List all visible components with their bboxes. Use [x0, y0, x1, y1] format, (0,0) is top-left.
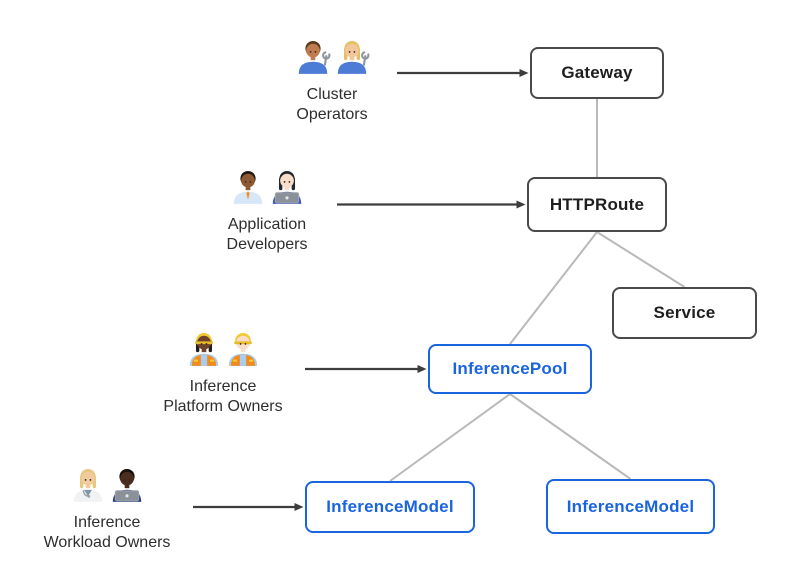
- man-office-worker-icon: [229, 168, 267, 211]
- persona-cluster-operators: Cluster Operators: [240, 38, 424, 125]
- persona-label-line1: Inference: [73, 514, 141, 531]
- persona-label: Inference Workload Owners: [44, 513, 171, 553]
- persona-icons: [69, 466, 146, 509]
- edge-httproute-inferencepool: [509, 231, 598, 345]
- persona-label-line2: Workload Owners: [43, 534, 171, 551]
- persona-label-line1: Application: [227, 216, 307, 233]
- persona-application-developers: Application Developers: [175, 168, 359, 255]
- edge-inferencepool-inferencemodel-right: [509, 393, 632, 480]
- node-inferencemodel-left: InferenceModel: [305, 481, 475, 533]
- persona-label-line2: Operators: [296, 106, 368, 123]
- node-inferencepool: InferencePool: [428, 344, 592, 394]
- man-construction-worker-icon: [224, 330, 262, 373]
- persona-icons: [294, 38, 371, 81]
- man-mechanic-icon: [294, 38, 332, 81]
- persona-inference-platform-owners: Inference Platform Owners: [131, 330, 315, 417]
- node-gateway: Gateway: [530, 47, 664, 99]
- persona-label-line1: Inference: [189, 378, 257, 395]
- woman-mechanic-icon: [333, 38, 371, 81]
- node-inferencemodel-right: InferenceModel: [546, 479, 715, 534]
- man-technologist-icon: [108, 466, 146, 509]
- persona-label-line2: Platform Owners: [163, 398, 283, 415]
- health-worker-icon: [69, 466, 107, 509]
- woman-construction-worker-icon: [185, 330, 223, 373]
- persona-label: Inference Platform Owners: [163, 377, 282, 417]
- persona-icons: [229, 168, 306, 211]
- node-service: Service: [612, 287, 757, 339]
- persona-label: Cluster Operators: [296, 85, 367, 125]
- persona-inference-workload-owners: Inference Workload Owners: [15, 466, 199, 553]
- edge-inferencepool-inferencemodel-left: [389, 393, 511, 482]
- edge-httproute-service: [596, 231, 686, 288]
- persona-label-line1: Cluster: [306, 86, 358, 103]
- node-httproute: HTTPRoute: [527, 177, 667, 232]
- persona-label: Application Developers: [227, 215, 308, 255]
- persona-icons: [185, 330, 262, 373]
- woman-technologist-icon: [268, 168, 306, 211]
- persona-label-line2: Developers: [226, 236, 308, 253]
